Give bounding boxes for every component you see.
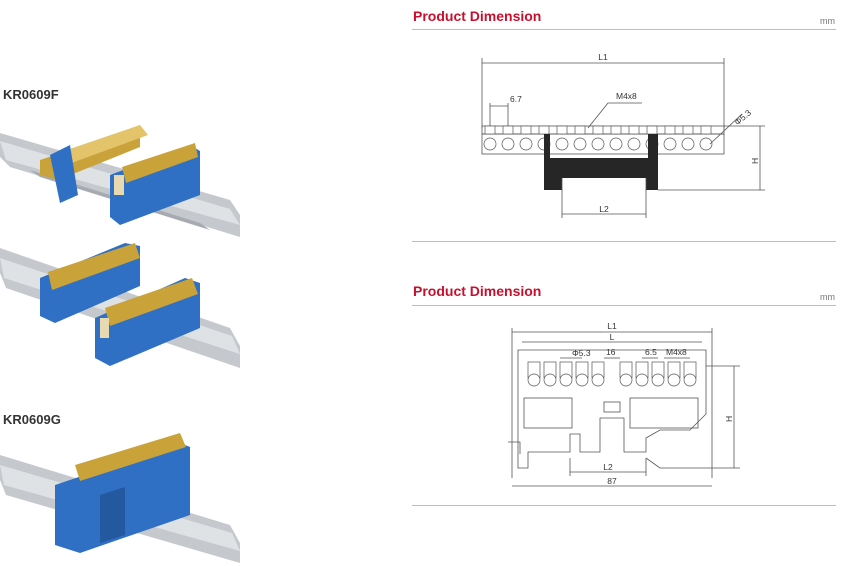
terminal-block-small <box>40 125 148 203</box>
dim-h-label: H <box>750 158 760 164</box>
dim2-hole-label: Φ5.3 <box>572 348 591 358</box>
product-photo-kr0609f-a <box>0 125 240 237</box>
product-photo-kr0609f-b <box>0 243 240 368</box>
dim2-pitch-label: 6.5 <box>645 347 657 357</box>
divider-1 <box>412 29 836 30</box>
mounting-base <box>544 134 658 190</box>
model-label-kr0609f: KR0609F <box>3 87 59 102</box>
terminal-block-kr0609g <box>55 433 190 553</box>
model-label-kr0609g: KR0609G <box>3 412 61 427</box>
terminal-row-2 <box>527 361 697 387</box>
dim-pitch-label: 6.7 <box>510 94 522 104</box>
dim2-gap-label: 16 <box>606 347 616 357</box>
terminal-block-front <box>95 278 200 366</box>
section-title-1: Product Dimension <box>413 8 542 24</box>
unit-label-2: mm <box>820 292 835 302</box>
dim-screw-label: M4x8 <box>616 91 637 101</box>
unit-label-1: mm <box>820 16 835 26</box>
dim2-h-label: H <box>724 416 734 422</box>
terminal-row-1 <box>483 125 713 151</box>
section-title-2: Product Dimension <box>413 283 542 299</box>
dimension-drawing-1: L1 6.7 M4x8 Φ5.3 H L2 <box>481 52 765 218</box>
dim2-screw-label: M4x8 <box>666 347 687 357</box>
dim2-overall-label: 87 <box>607 476 617 486</box>
dim2-l1-label: L1 <box>607 321 617 331</box>
dim2-l2-label: L2 <box>603 462 613 472</box>
dim-l1-label: L1 <box>598 52 608 62</box>
divider-4 <box>412 505 836 506</box>
dim-l2-label: L2 <box>599 204 609 214</box>
terminal-block-rear <box>40 243 140 323</box>
terminal-block-large <box>110 143 200 225</box>
dim2-l-label: L <box>610 332 615 342</box>
divider-3 <box>412 305 836 306</box>
divider-2 <box>412 241 836 242</box>
product-photo-kr0609g <box>0 433 240 563</box>
dim-hole-label: Φ5.3 <box>732 107 753 127</box>
dimension-drawing-2: L1 L Φ5.3 16 6.5 M4x8 H L2 87 <box>508 321 740 487</box>
